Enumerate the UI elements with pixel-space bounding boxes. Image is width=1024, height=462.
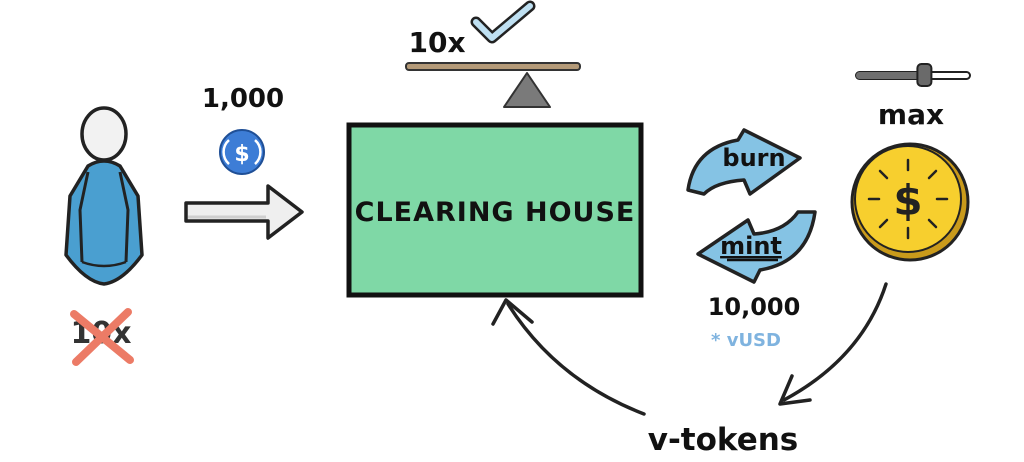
leverage-label: 10x xyxy=(408,26,465,59)
vusd-amount: 10,000 xyxy=(708,293,801,321)
vtokens-to-house-arrow xyxy=(491,298,646,416)
deposit-arrow xyxy=(184,184,304,240)
slider-label: max xyxy=(878,98,944,131)
coin-symbol: $ xyxy=(893,176,922,225)
clearing-house-label: CLEARING HOUSE xyxy=(355,197,636,228)
deposit-amount: 1,000 xyxy=(202,84,284,114)
burn-label: burn xyxy=(722,144,785,172)
mint-arrow: mint xyxy=(696,210,817,284)
clearing-house-box: CLEARING HOUSE xyxy=(346,122,644,298)
vtokens-label: v-tokens xyxy=(648,422,799,458)
burn-arrow: burn xyxy=(686,128,802,196)
vusd-unit: * vUSD xyxy=(711,330,781,351)
checkmark-icon xyxy=(470,0,536,44)
slider-fill xyxy=(856,72,925,79)
mint-label: mint xyxy=(720,232,782,260)
balance-scale-icon xyxy=(405,62,581,108)
person-icon xyxy=(64,106,144,286)
svg-text:$: $ xyxy=(234,142,249,167)
slider-thumb xyxy=(916,63,933,87)
coin-to-vtokens-arrow xyxy=(778,282,888,406)
leverage-slider xyxy=(855,63,971,87)
gold-coin-icon: $ xyxy=(850,142,970,262)
usdc-coin-icon: $ xyxy=(219,129,265,175)
red-cross-icon xyxy=(70,308,134,366)
